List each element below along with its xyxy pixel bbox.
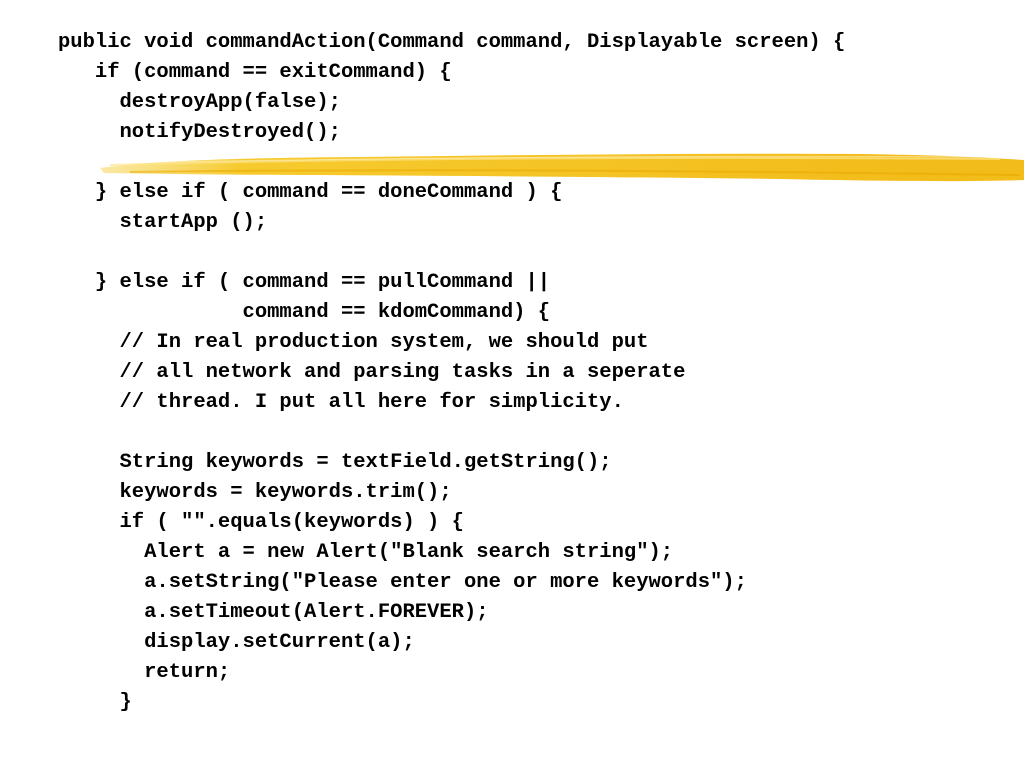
code-line: return; xyxy=(58,661,231,684)
code-line: public void commandAction(Command comman… xyxy=(58,31,846,54)
code-line: a.setString("Please enter one or more ke… xyxy=(58,571,747,594)
code-line xyxy=(58,238,845,268)
code-line: keywords = keywords.trim(); xyxy=(58,481,452,504)
code-line: // In real production system, we should … xyxy=(58,331,649,354)
code-line: if (command == exitCommand) { xyxy=(58,61,452,84)
code-listing: public void commandAction(Command comman… xyxy=(58,28,845,718)
code-line: notifyDestroyed(); xyxy=(58,121,341,144)
code-line xyxy=(58,148,845,178)
highlighter-stroke xyxy=(100,153,1024,182)
code-line: String keywords = textField.getString(); xyxy=(58,451,612,474)
code-line: Alert a = new Alert("Blank search string… xyxy=(58,541,674,564)
code-line: a.setTimeout(Alert.FOREVER); xyxy=(58,601,489,624)
code-line: command == kdomCommand) { xyxy=(58,301,551,324)
code-line: } else if ( command == pullCommand || xyxy=(58,271,551,294)
code-line: display.setCurrent(a); xyxy=(58,631,415,654)
code-line: } else if ( command == doneCommand ) { xyxy=(58,181,563,204)
code-line: // all network and parsing tasks in a se… xyxy=(58,361,686,384)
code-line: } xyxy=(58,691,132,714)
code-line xyxy=(58,418,845,448)
code-line: destroyApp(false); xyxy=(58,91,341,114)
code-line: // thread. I put all here for simplicity… xyxy=(58,391,624,414)
code-line: startApp (); xyxy=(58,211,268,234)
code-line: if ( "".equals(keywords) ) { xyxy=(58,511,464,534)
